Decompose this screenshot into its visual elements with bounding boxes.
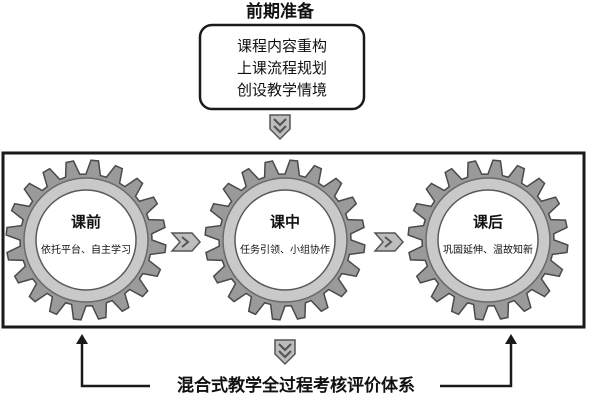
gear-icon — [204, 159, 366, 321]
top-title: 前期准备 — [246, 1, 315, 22]
prep-box: 课程内容重构 上课流程规划 创设教学情境 — [198, 23, 366, 111]
gear-icon — [407, 159, 569, 321]
stage-title: 课前 — [71, 213, 101, 231]
stage-subtitle: 任务引领、小组协作 — [240, 243, 330, 256]
stage-subtitle: 依托平台、自主学习 — [41, 243, 131, 256]
prep-item: 创设教学情境 — [237, 81, 327, 99]
chevron-right-icon — [170, 232, 202, 252]
evaluation-system-label: 混合式教学全过程考核评价体系 — [177, 375, 415, 396]
stage-title: 课中 — [270, 213, 300, 231]
chevron-down-icon — [274, 339, 296, 366]
chevron-down-icon — [269, 114, 291, 141]
stage-subtitle: 巩固延伸、温故知新 — [443, 243, 533, 256]
chevron-right-icon — [373, 232, 405, 252]
feedback-arrow-left — [76, 334, 150, 388]
prep-item: 课程内容重构 — [237, 37, 327, 55]
gear-icon — [5, 159, 167, 321]
stage-title: 课后 — [473, 213, 503, 231]
prep-item: 上课流程规划 — [237, 59, 327, 77]
feedback-arrow-right — [440, 334, 517, 388]
